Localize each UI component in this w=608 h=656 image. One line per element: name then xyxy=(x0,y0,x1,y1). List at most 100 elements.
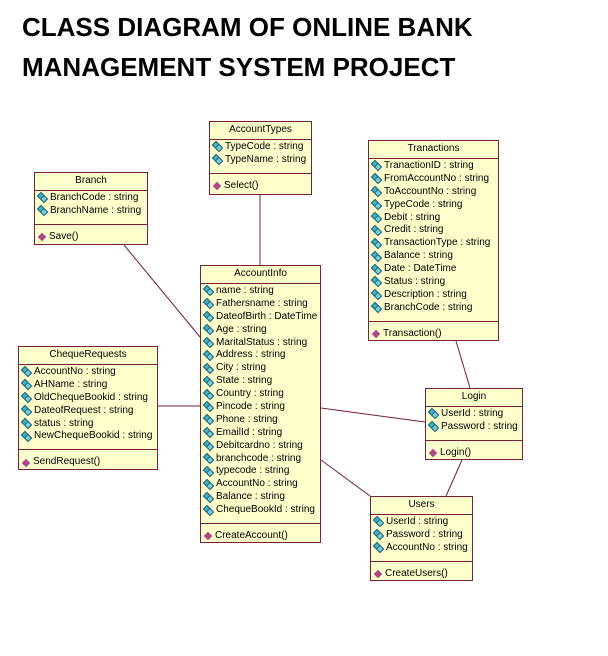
operation-icon xyxy=(428,448,438,458)
attribute-icon xyxy=(370,263,383,275)
attribute-icon xyxy=(202,362,215,375)
operation-compartment: CreateAccount() xyxy=(201,524,320,547)
attribute-row: Address : string xyxy=(202,349,318,362)
attribute-label: Pincode : string xyxy=(216,401,285,413)
attribute-row: BranchName : string xyxy=(36,204,145,218)
attribute-row: FromAccountNo : string xyxy=(370,172,496,186)
operation-row: Save() xyxy=(37,230,145,244)
attribute-icon xyxy=(372,541,385,554)
attribute-icon xyxy=(202,310,215,323)
attribute-label: FromAccountNo : string xyxy=(384,172,490,184)
attribute-row: AccountNo : string xyxy=(202,478,318,491)
operation-row: CreateAccount() xyxy=(203,530,318,543)
attribute-icon xyxy=(202,323,215,336)
link-accountinfo-users xyxy=(320,459,371,497)
attribute-label: Debitcardno : string xyxy=(216,439,303,451)
operation-compartment: Login() xyxy=(426,441,522,464)
attribute-icon xyxy=(370,301,383,314)
attribute-row: Debitcardno : string xyxy=(202,439,318,453)
operation-icon xyxy=(373,569,383,579)
attribute-row: ChequeBookId : string xyxy=(202,504,318,517)
operation-label: SendRequest() xyxy=(33,456,101,468)
class-name: Tranactions xyxy=(369,141,498,159)
attribute-row: OldChequeBookid : string xyxy=(20,391,155,405)
attribute-row: Status : string xyxy=(370,276,496,289)
operation-row: SendRequest() xyxy=(21,456,155,469)
attribute-icon xyxy=(20,366,33,378)
operation-row: Select() xyxy=(212,179,309,193)
attribute-label: AHName : string xyxy=(34,378,108,390)
attribute-row: Country : string xyxy=(202,388,318,401)
attribute-label: DateofRequest : string xyxy=(34,404,134,416)
attribute-label: Date : DateTime xyxy=(384,263,457,275)
attribute-icon xyxy=(20,391,33,404)
attribute-row: City : string xyxy=(202,362,318,375)
operation-icon xyxy=(212,181,222,191)
attribute-icon xyxy=(20,417,33,430)
attribute-label: Status : string xyxy=(384,276,446,288)
link-login-users xyxy=(445,459,463,497)
attribute-icon xyxy=(36,192,49,204)
attribute-row: Debit : string xyxy=(370,211,496,225)
attribute-label: Country : string xyxy=(216,388,284,400)
attribute-icon xyxy=(370,173,383,185)
attribute-row: AccountNo : string xyxy=(20,366,155,379)
attribute-label: AccountNo : string xyxy=(216,478,298,490)
attribute-row: UserId : string xyxy=(427,408,520,421)
operation-row: Login() xyxy=(428,447,520,460)
class-name: Login xyxy=(426,389,522,407)
attribute-row: NewChequeBookid : string xyxy=(20,430,155,443)
attribute-icon xyxy=(202,452,215,465)
attribute-label: TransactionType : string xyxy=(384,237,491,249)
attribute-icon xyxy=(372,516,385,528)
attribute-label: BranchName : string xyxy=(50,204,142,216)
operation-icon xyxy=(203,532,213,541)
attribute-row: DateofBirth : DateTime xyxy=(202,310,318,324)
attribute-label: status : string xyxy=(34,417,94,429)
attribute-label: ChequeBookId : string xyxy=(216,504,315,516)
attribute-row: Age : string xyxy=(202,323,318,337)
attribute-row: TypeCode : string xyxy=(370,199,496,212)
attribute-row: TranactionID : string xyxy=(370,160,496,173)
attribute-row: MaritalStatus : string xyxy=(202,337,318,350)
attribute-label: NewChequeBookid : string xyxy=(34,430,153,442)
attribute-label: TypeName : string xyxy=(225,153,307,165)
attribute-row: ToAccountNo : string xyxy=(370,186,496,199)
attribute-icon xyxy=(202,465,215,478)
attribute-icon xyxy=(20,404,33,417)
attribute-row: BranchCode : string xyxy=(370,301,496,315)
class-name: AccountInfo xyxy=(201,266,320,284)
operation-label: Save() xyxy=(49,230,79,242)
attribute-icon xyxy=(202,426,215,439)
attribute-label: typecode : string xyxy=(216,465,290,477)
operation-compartment: Transaction() xyxy=(369,322,498,345)
link-branch-accountinfo xyxy=(123,244,201,338)
attribute-label: Debit : string xyxy=(384,211,441,223)
attribute-icon xyxy=(370,211,383,224)
attribute-row: Description : string xyxy=(370,289,496,302)
attribute-icon xyxy=(211,154,224,166)
operation-label: Select() xyxy=(224,179,259,191)
operation-compartment: SendRequest() xyxy=(19,450,157,473)
attribute-label: Credit : string xyxy=(384,224,444,236)
class-name: Branch xyxy=(35,173,147,191)
attribute-icon xyxy=(202,504,215,516)
attribute-label: TypeCode : string xyxy=(225,141,304,152)
attribute-row: AHName : string xyxy=(20,378,155,392)
operation-label: Transaction() xyxy=(383,327,442,339)
attribute-label: Password : string xyxy=(441,420,518,432)
attribute-row: Fathersname : string xyxy=(202,298,318,311)
attribute-icon xyxy=(202,401,215,413)
